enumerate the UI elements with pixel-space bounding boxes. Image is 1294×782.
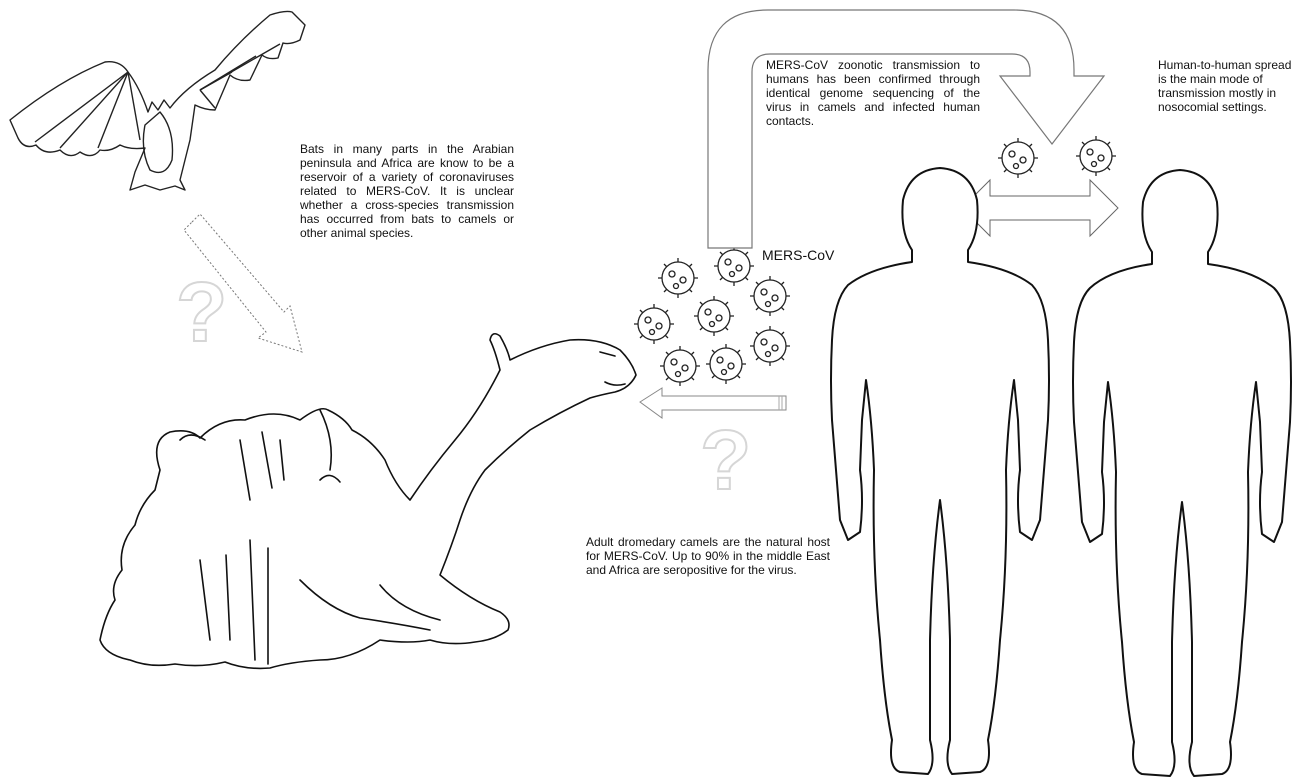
virus-icon xyxy=(714,246,754,286)
virus-icon xyxy=(658,258,698,298)
virus-cluster xyxy=(634,246,790,386)
virus-icon xyxy=(750,326,790,366)
human-to-human-description: Human-to-human spread is the main mode o… xyxy=(1158,58,1294,114)
virus-icon xyxy=(750,276,790,316)
virus-icon xyxy=(660,346,700,386)
virus-icon xyxy=(634,304,674,344)
human-to-human-arrow xyxy=(962,180,1118,236)
virus-icon xyxy=(706,344,746,384)
question-mark-icon: ? xyxy=(700,418,751,502)
mers-cov-label: MERS-CoV xyxy=(762,247,834,263)
human-virus-pair xyxy=(998,136,1116,178)
human-silhouette-icon xyxy=(831,168,1291,776)
bats-description: Bats in many parts in the Arabian penins… xyxy=(300,142,514,240)
bat-icon xyxy=(10,11,305,190)
camels-description: Adult dromedary camels are the natural h… xyxy=(586,535,830,577)
camel-icon xyxy=(100,334,636,669)
virus-icon xyxy=(1076,136,1116,176)
virus-icon xyxy=(998,138,1038,178)
zoonotic-transmission-description: MERS-CoV zoonotic transmission to humans… xyxy=(766,58,980,128)
question-mark-icon: ? xyxy=(176,270,227,354)
virus-icon xyxy=(694,296,734,336)
